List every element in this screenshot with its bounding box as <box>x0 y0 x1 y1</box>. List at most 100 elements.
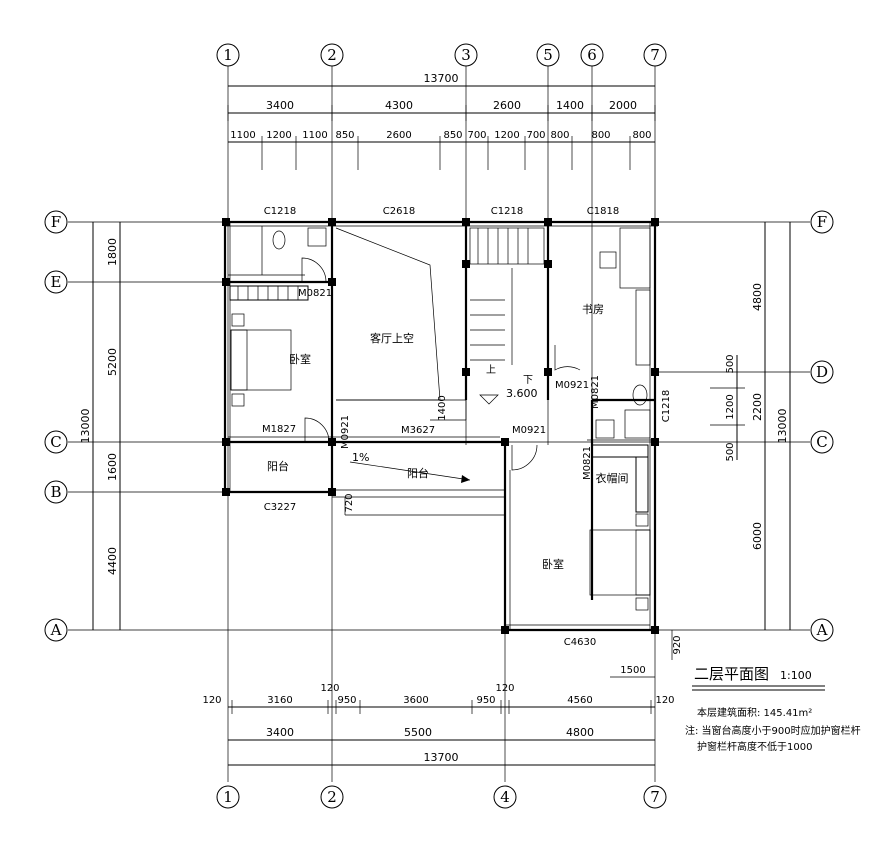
dim-text: 800 <box>591 130 610 141</box>
dim-text: 120 <box>320 683 339 694</box>
dim-text: 120 <box>495 683 514 694</box>
door-label: M1827 <box>262 424 296 435</box>
dim-text: 5200 <box>106 348 119 376</box>
room-label: 书房 <box>582 303 604 316</box>
axis-label: 5 <box>543 46 553 64</box>
dim-text: 4800 <box>751 283 764 311</box>
window-label: C1218 <box>661 390 672 422</box>
dim-text: 700 <box>467 130 486 141</box>
dim-text: 13000 <box>776 409 789 444</box>
dim-text: 120 <box>202 695 221 706</box>
axis-bubbles-bottom: 1 2 4 7 <box>216 785 667 809</box>
dim-text: 3400 <box>266 99 294 112</box>
axis-label: E <box>51 273 62 291</box>
misc-dims: 720 1400 920 1500 <box>344 395 683 678</box>
door-label: M0821 <box>582 446 593 480</box>
axis-label: C <box>816 433 827 451</box>
note-area: 本层建筑面积: 145.41m² <box>697 706 812 719</box>
dim-text: 1200 <box>494 130 519 141</box>
dim-text: 1400 <box>556 99 584 112</box>
dims-bottom: 120 3160 120 950 3600 950 120 4560 120 3… <box>202 683 675 766</box>
axis-label: B <box>50 483 61 501</box>
axis-label: 1 <box>223 788 233 806</box>
dim-text: 950 <box>476 695 495 706</box>
walls <box>223 220 658 632</box>
note-line-2: 护窗栏杆高度不低于1000 <box>697 740 812 753</box>
slope-label: 1% <box>352 451 369 464</box>
dim-text: 850 <box>335 130 354 141</box>
dim-text: 920 <box>672 635 683 654</box>
door-label: M0921 <box>555 380 589 391</box>
window-label: C1218 <box>491 206 523 217</box>
drawing-scale: 1:100 <box>780 669 812 682</box>
dim-text: 1100 <box>230 130 255 141</box>
dim-text: 6000 <box>751 522 764 550</box>
axis-label: F <box>51 213 61 231</box>
dim-text: 1800 <box>106 238 119 266</box>
dim-text: 120 <box>655 695 674 706</box>
dims-left: 13000 1800 5200 1600 4400 <box>79 222 121 630</box>
dim-text: 3400 <box>266 726 294 739</box>
axis-label: 7 <box>650 788 660 806</box>
dim-text: 4300 <box>385 99 413 112</box>
dim-text: 720 <box>344 493 355 512</box>
window-label: C4630 <box>564 637 596 648</box>
window-label: C1818 <box>587 206 619 217</box>
stair-up-label: 上 <box>486 364 496 376</box>
room-labels: 卧室 客厅上空 书房 阳台 阳台 衣帽间 卧室 下 上 3.600 1% <box>267 303 629 571</box>
dim-text: 1400 <box>437 395 448 420</box>
doors: M0821 M1827 M0921 M3627 M0921 M0921 M082… <box>262 257 601 480</box>
axis-label: D <box>816 363 828 381</box>
dim-text: 2200 <box>751 393 764 421</box>
room-label: 卧室 <box>542 557 564 571</box>
axis-label: F <box>817 213 827 231</box>
axis-label: 6 <box>587 46 597 64</box>
dim-text: 500 <box>725 442 736 461</box>
dims-right: 4800 2200 6000 13000 500 1200 500 <box>710 222 791 630</box>
room-label: 阳台 <box>267 459 289 473</box>
axis-label: 4 <box>500 788 510 806</box>
room-label: 卧室 <box>289 352 311 366</box>
dim-text: 2600 <box>493 99 521 112</box>
axis-label: 2 <box>327 46 337 64</box>
axis-label: 3 <box>461 46 471 64</box>
axis-bubbles-right: F D C A <box>810 210 834 642</box>
dim-text: 4800 <box>566 726 594 739</box>
room-label: 客厅上空 <box>370 331 414 345</box>
room-label: 阳台 <box>407 466 429 480</box>
dim-text: 4560 <box>567 695 592 706</box>
axis-label: A <box>50 621 62 639</box>
axis-label: A <box>816 621 828 639</box>
title-block: 二层平面图 1:100 本层建筑面积: 145.41m² 注: 当窗台高度小于9… <box>685 665 861 753</box>
dim-text: 2000 <box>609 99 637 112</box>
window-label: C3227 <box>264 502 296 513</box>
axis-bubbles-left: F E C B A <box>44 210 68 642</box>
axis-label: 7 <box>650 46 660 64</box>
dim-text: 700 <box>526 130 545 141</box>
dims-top: 13700 3400 4300 2600 1400 2000 1100 1200… <box>227 72 656 170</box>
door-label: M0921 <box>512 425 546 436</box>
furniture <box>229 227 651 611</box>
dim-text: 1600 <box>106 453 119 481</box>
door-label: M0821 <box>590 375 601 409</box>
note-line-1: 注: 当窗台高度小于900时应加护窗栏杆 <box>685 724 861 737</box>
dim-text: 13000 <box>79 409 92 444</box>
windows: C1218 C2618 C1218 C1818 C3227 C4630 C121… <box>264 206 672 648</box>
dim-text: 13700 <box>424 751 459 764</box>
door-label: M0821 <box>298 288 332 299</box>
dim-text: 3160 <box>267 695 292 706</box>
drawing-title: 二层平面图 <box>694 665 769 683</box>
dim-text: 4400 <box>106 547 119 575</box>
dim-text: 2600 <box>386 130 411 141</box>
dim-text: 3600 <box>403 695 428 706</box>
axis-label: C <box>50 433 61 451</box>
dim-text: 1200 <box>266 130 291 141</box>
room-label: 衣帽间 <box>596 471 629 485</box>
elevation-label: 3.600 <box>506 387 538 400</box>
dim-text: 500 <box>725 354 736 373</box>
dim-text: 5500 <box>404 726 432 739</box>
dim-text: 1100 <box>302 130 327 141</box>
dim-text: 850 <box>443 130 462 141</box>
window-label: C1218 <box>264 206 296 217</box>
